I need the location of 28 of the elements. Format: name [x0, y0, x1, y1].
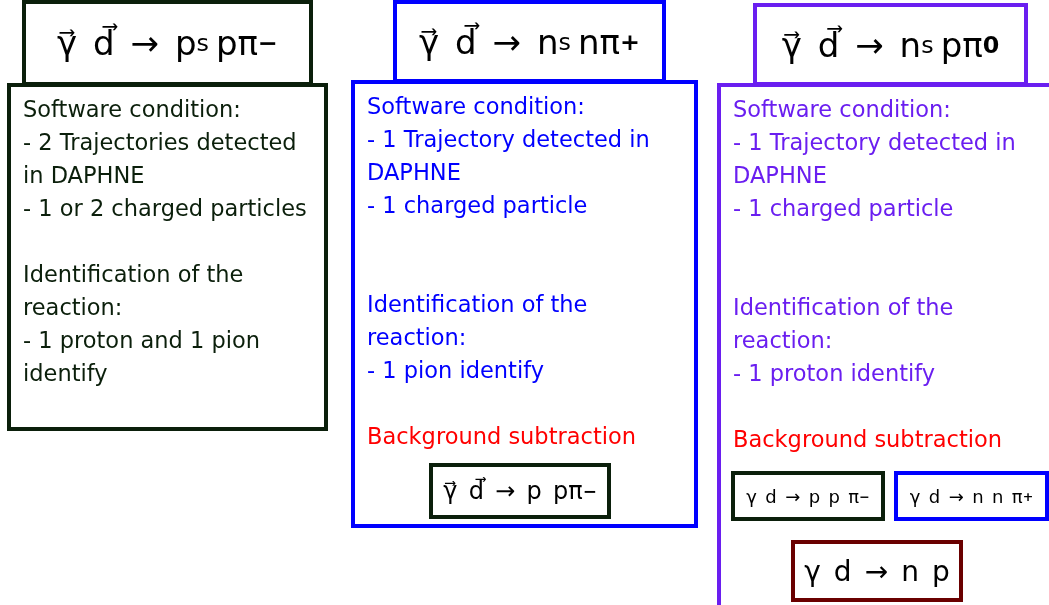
text-line: - 1 proton and 1 pion identify — [23, 326, 262, 388]
formula-box — [894, 471, 1049, 521]
text-line: - 1 proton identify — [733, 359, 937, 388]
text-line: - 1 or 2 charged particles — [23, 194, 308, 223]
text-box — [351, 80, 698, 528]
text-line: Background subtraction — [733, 425, 1003, 454]
text-line: - 1 Trajectory detected in DAPHNE — [367, 125, 651, 187]
text-box — [717, 83, 1049, 605]
text-line: Background subtraction — [367, 422, 637, 451]
formula-box — [393, 0, 666, 83]
section-heading: Identification of the reaction: — [367, 290, 589, 352]
text-box — [7, 83, 328, 431]
section-heading: Software condition: — [367, 92, 586, 121]
formula-box — [731, 471, 885, 521]
text-line: - 1 charged particle — [733, 194, 955, 223]
text-line: - 1 charged particle — [367, 191, 589, 220]
text-line: - 1 Trajectory detected in DAPHNE — [733, 128, 1017, 190]
formula-box — [22, 0, 313, 86]
text-line: - 1 pion identify — [367, 356, 545, 385]
formula-box — [791, 540, 963, 602]
section-heading: Software condition: — [23, 95, 242, 124]
formula-box — [753, 3, 1028, 86]
section-heading: Identification of the reaction: — [733, 293, 955, 355]
section-heading: Identification of the reaction: — [23, 260, 245, 322]
section-heading: Software condition: — [733, 95, 952, 124]
formula-box — [429, 463, 611, 519]
reaction-formula: γ d → n p — [803, 553, 951, 590]
text-line: - 2 Trajectories detected in DAPHNE — [23, 128, 298, 190]
